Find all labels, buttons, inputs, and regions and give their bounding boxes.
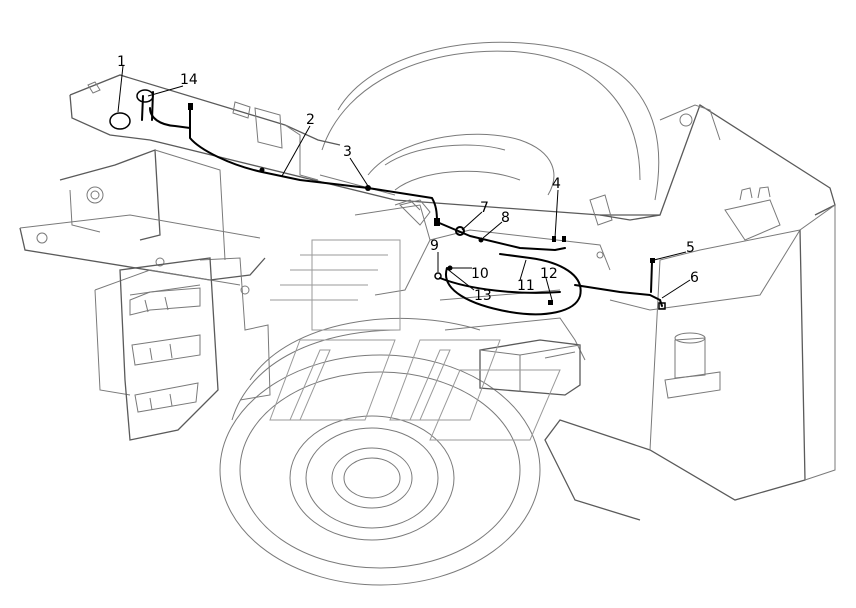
callout-13: 13 [474, 288, 492, 304]
chassis-frame [19, 74, 836, 521]
leader-lines [117, 65, 691, 301]
wiring-harness [109, 89, 666, 316]
callout-5: 5 [686, 240, 695, 256]
callout-6: 6 [690, 270, 699, 286]
rear-wheel [321, 41, 660, 201]
callout-2: 2 [306, 112, 315, 128]
callout-1: 1 [117, 54, 126, 70]
callout-7: 7 [480, 200, 489, 216]
callout-labels: 1 2 3 4 5 6 7 8 9 10 11 12 13 14 [117, 54, 699, 304]
watermark-logo [269, 239, 561, 441]
callout-3: 3 [343, 144, 352, 160]
callout-8: 8 [501, 210, 510, 226]
callout-11: 11 [517, 278, 535, 294]
callout-12: 12 [540, 266, 558, 282]
callout-4: 4 [552, 176, 561, 192]
callout-10: 10 [471, 266, 489, 282]
front-wheel [219, 317, 541, 586]
callout-14: 14 [180, 72, 198, 88]
callout-9: 9 [430, 238, 439, 254]
